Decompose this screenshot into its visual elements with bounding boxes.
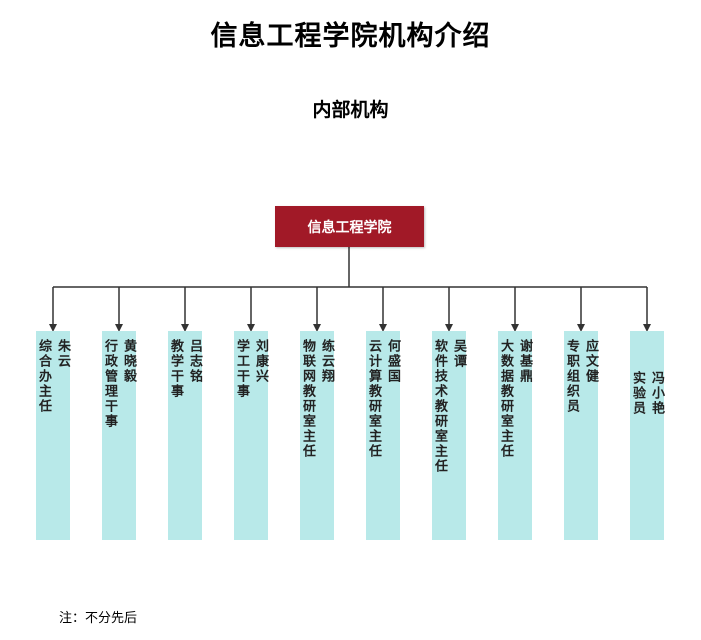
org-node-6: 云计算教研室主任何盛国	[366, 331, 400, 540]
org-node-person: 吕志铭	[187, 339, 202, 384]
org-node-person: 应文健	[583, 339, 598, 384]
org-node-4: 学工干事刘康兴	[234, 331, 268, 540]
org-node-3: 教学干事吕志铭	[168, 331, 202, 540]
org-node-person: 谢基鼎	[517, 339, 532, 384]
org-node-8: 大数据教研室主任谢基鼎	[498, 331, 532, 540]
org-node-role: 软件技术教研室主任	[432, 339, 447, 474]
org-node-role: 实验员	[630, 371, 645, 416]
org-node-role: 教学干事	[168, 339, 183, 399]
org-node-role: 综合办主任	[36, 339, 51, 414]
org-node-person: 冯小艳	[649, 371, 664, 416]
org-node-person: 练云翔	[319, 339, 334, 384]
org-node-9: 专职组织员应文健	[564, 331, 598, 540]
root-node-school: 信息工程学院	[275, 206, 424, 247]
org-node-person: 刘康兴	[253, 339, 268, 384]
org-node-person: 吴谭	[451, 339, 466, 369]
org-node-5: 物联网教研室主任练云翔	[300, 331, 334, 540]
org-node-role: 物联网教研室主任	[300, 339, 315, 459]
org-node-role: 学工干事	[234, 339, 249, 399]
org-node-role: 大数据教研室主任	[498, 339, 513, 459]
section-subtitle: 内部机构	[312, 99, 389, 121]
page-title: 信息工程学院机构介绍	[210, 21, 491, 52]
org-node-10: 实验员冯小艳	[630, 331, 664, 540]
org-node-role: 行政管理干事	[102, 339, 117, 429]
org-node-7: 软件技术教研室主任吴谭	[432, 331, 466, 540]
org-node-role: 专职组织员	[564, 339, 579, 414]
org-node-role: 云计算教研室主任	[366, 339, 381, 459]
org-node-person: 何盛国	[385, 339, 400, 384]
footnote: 注：不分先后	[59, 611, 138, 626]
org-node-person: 朱云	[55, 339, 70, 369]
org-node-1: 综合办主任朱云	[36, 331, 70, 540]
org-node-person: 黄晓毅	[121, 339, 136, 384]
org-node-2: 行政管理干事黄晓毅	[102, 331, 136, 540]
